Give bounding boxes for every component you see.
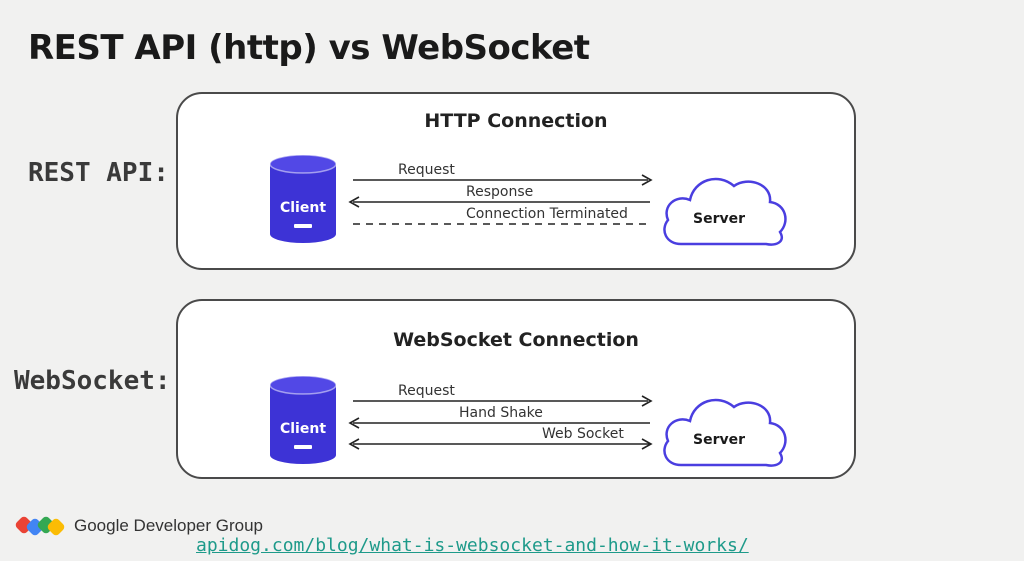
websocket-row-label: WebSocket: bbox=[14, 366, 171, 396]
slide-title: REST API (http) vs WebSocket bbox=[28, 28, 590, 68]
client-label: Client bbox=[280, 200, 326, 216]
client-label: Client bbox=[280, 421, 326, 437]
response-arrow: Response bbox=[348, 184, 650, 208]
client-database-icon: Client bbox=[269, 154, 337, 243]
http-panel-title: HTTP Connection bbox=[424, 110, 608, 132]
handshake-arrow: Hand Shake bbox=[348, 405, 650, 429]
connection-terminated-line: Connection Terminated bbox=[353, 206, 652, 225]
request-arrow: Request bbox=[353, 383, 653, 407]
rest-row-label: REST API: bbox=[28, 158, 169, 188]
websocket-panel-title: WebSocket Connection bbox=[393, 329, 639, 351]
server-cloud-icon: Server bbox=[663, 398, 787, 467]
gdg-logo-icon bbox=[15, 516, 65, 536]
request-label: Request bbox=[398, 162, 455, 178]
source-link[interactable]: apidog.com/blog/what-is-websocket-and-ho… bbox=[196, 535, 749, 556]
request-label: Request bbox=[398, 383, 455, 399]
connection-terminated-label: Connection Terminated bbox=[466, 206, 628, 222]
handshake-label: Hand Shake bbox=[459, 405, 543, 421]
client-database-icon: Client bbox=[269, 375, 337, 464]
http-diagram: Client Request Response Connection Termi… bbox=[269, 154, 787, 246]
response-label: Response bbox=[466, 184, 533, 200]
server-label: Server bbox=[693, 432, 745, 448]
websocket-connection-panel: WebSocket Connection Client Request Hand… bbox=[176, 299, 856, 479]
http-connection-panel: HTTP Connection Client Request Response … bbox=[176, 92, 856, 270]
web-socket-arrow: Web Socket bbox=[348, 426, 653, 450]
gdg-name: Google Developer Group bbox=[74, 516, 264, 535]
server-label: Server bbox=[693, 211, 745, 227]
server-cloud-icon: Server bbox=[663, 177, 787, 246]
gdg-branding: Google Developer Group bbox=[14, 512, 263, 540]
web-socket-label: Web Socket bbox=[542, 426, 624, 442]
websocket-diagram: Client Request Hand Shake Web Socket Ser… bbox=[269, 375, 787, 467]
request-arrow: Request bbox=[353, 162, 653, 186]
